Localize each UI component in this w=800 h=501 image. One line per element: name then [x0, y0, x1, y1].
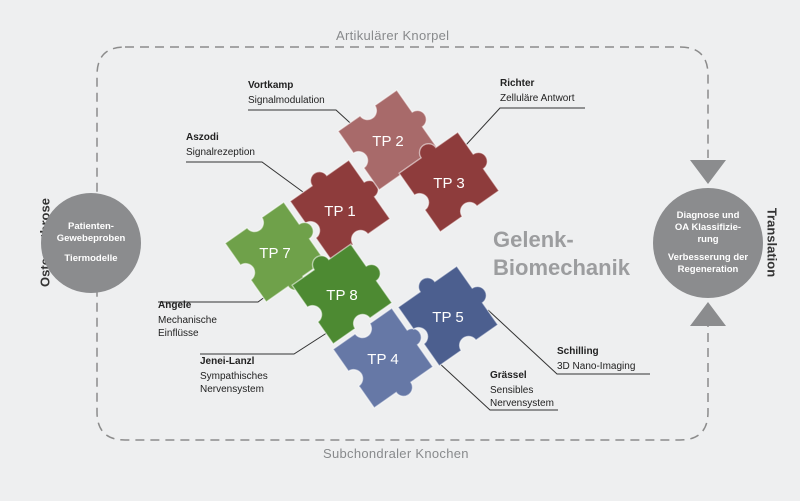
- leader-line-aszodi: [186, 161, 304, 193]
- input-circle-line1: Patienten-: [68, 220, 114, 232]
- leader-graessel-name: Grässel: [490, 370, 527, 381]
- center-title-line2: Biomechanik: [493, 254, 630, 280]
- leader-line-graessel: [437, 361, 558, 411]
- puzzle-piece-label: TP 2: [372, 133, 403, 150]
- top-frame-label: Artikulärer Knorpel: [336, 28, 450, 43]
- dashed-frame: [96, 46, 709, 441]
- leader-richter-desc: Zelluläre Antwort: [500, 93, 575, 104]
- puzzle-piece-tp7: TP 7: [224, 196, 339, 310]
- leader-richter-name: Richter: [500, 78, 535, 89]
- leader-graessel-desc2: Nervensystem: [490, 398, 554, 409]
- puzzle-piece-label: TP 1: [324, 203, 355, 220]
- output-circle-line3: rung: [697, 233, 719, 245]
- leader-angele-desc2: Einflüsse: [158, 328, 199, 339]
- puzzle-piece-tp1: TP 1: [284, 146, 398, 261]
- puzzle-piece-tp4: TP 4: [332, 302, 447, 416]
- puzzle-piece-label: TP 3: [433, 175, 464, 192]
- bottom-frame-label: Subchondraler Knochen: [323, 446, 469, 461]
- input-circle-line3: Tiermodelle: [64, 253, 118, 265]
- output-circle-line2: OA Klassifizie-: [674, 221, 742, 233]
- output-circle-line1: Diagnose und: [676, 209, 740, 221]
- output-circle: Diagnose und OA Klassifizie- rung Verbes…: [653, 188, 763, 298]
- output-circle-line4: Verbesserung der: [667, 252, 749, 264]
- leader-graessel-desc1: Sensibles: [490, 385, 534, 396]
- leader-jenei-desc2: Nervensystem: [200, 384, 264, 395]
- puzzle-piece-label: TP 4: [367, 351, 398, 368]
- input-circle-line2: Gewebeproben: [56, 232, 126, 244]
- puzzle-piece-tp5: TP 5: [392, 252, 506, 367]
- output-circle-line5: Regeneration: [677, 264, 739, 276]
- puzzle-piece-label: TP 7: [259, 245, 290, 262]
- leader-line-schilling: [487, 309, 650, 375]
- puzzle-piece-label: TP 5: [432, 309, 463, 326]
- leader-jenei-desc1: Sympathisches: [200, 371, 268, 382]
- puzzle-piece-tp2: TP 2: [337, 84, 452, 198]
- leader-angele-desc1: Mechanische: [158, 315, 217, 326]
- center-title: Gelenk- Biomechanik: [493, 226, 630, 281]
- leader-vortkamp-desc: Signalmodulation: [248, 95, 325, 106]
- center-title-line1: Gelenk-: [493, 227, 574, 252]
- right-side-label: Translation: [764, 207, 780, 278]
- leader-schilling-name: Schilling: [557, 346, 599, 357]
- leader-vortkamp-name: Vortkamp: [248, 80, 294, 91]
- leader-line-richter: [453, 107, 585, 159]
- leader-aszodi-name: Aszodi: [186, 132, 219, 143]
- puzzle-piece-label: TP 8: [326, 287, 357, 304]
- input-circle: Patienten- Gewebeproben Tiermodelle: [41, 193, 141, 293]
- arrow-down-icon: [690, 160, 726, 184]
- leader-jenei-name: Jenei-Lanzl: [200, 356, 255, 367]
- leader-schilling-desc: 3D Nano-Imaging: [557, 361, 636, 372]
- puzzle-piece-tp3: TP 3: [393, 118, 507, 233]
- puzzle-piece-tp8: TP 8: [286, 230, 400, 345]
- leader-angele-name: Angele: [158, 300, 192, 311]
- leader-aszodi-desc: Signalrezeption: [186, 147, 255, 158]
- arrow-up-icon: [690, 302, 726, 326]
